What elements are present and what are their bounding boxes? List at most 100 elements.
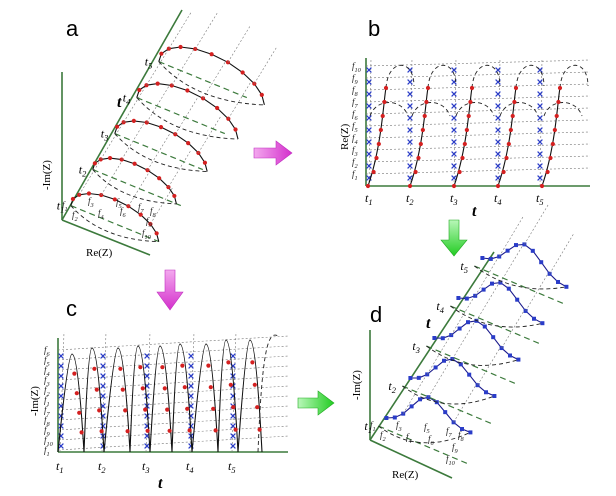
panel-a-point	[114, 124, 120, 129]
panel-d-point	[530, 248, 535, 253]
panel-b-point	[513, 85, 519, 91]
panel-b-point	[422, 113, 427, 119]
panel-b-point	[378, 127, 383, 133]
panel-a-time-tick-t4: t4	[123, 91, 131, 107]
panel-b-projection-cross	[451, 91, 457, 97]
panel-a-baseline-t1	[70, 205, 160, 243]
panel-b-t-axis-label: t	[472, 203, 477, 220]
panel-b-point	[508, 127, 513, 133]
panel-a-t-axis-label: t	[117, 94, 122, 111]
panel-d-point	[464, 296, 469, 301]
panel-d-point	[418, 397, 422, 402]
panel-b-projection-cross	[366, 91, 372, 97]
panel-d-point	[484, 390, 488, 395]
panel-a-point	[86, 191, 92, 196]
panel-d-point	[564, 284, 569, 289]
panel-b-projection-cross	[366, 103, 372, 109]
panel-b-freq-label-f4: f4	[352, 133, 358, 146]
panel-c-point	[228, 382, 233, 387]
panel-a-guide-line	[147, 134, 170, 171]
panel-d-curve-dashed-t3	[426, 345, 519, 366]
panel-c-freq-gridline	[57, 385, 289, 401]
panel-c-wave-dashed	[257, 334, 279, 453]
panel-b-point	[469, 85, 475, 91]
panel-c-point	[208, 385, 213, 390]
panel-c-point	[257, 427, 262, 432]
panel-b-point	[376, 141, 381, 147]
panel-b-freq-label-f10: f10	[352, 61, 362, 74]
panel-a-baseline-t5	[158, 61, 248, 99]
panel-b-curve-dashed	[559, 64, 589, 89]
panel-c-projection-cross	[58, 373, 64, 379]
panel-a-time-tick-t5: t5	[145, 55, 153, 71]
panel-d-baseline-t1	[378, 425, 469, 465]
panel-a-point	[157, 176, 162, 181]
panel-a-freq-label-f6: f6	[120, 206, 127, 219]
panel-d-freq-label-f3: f3	[396, 420, 402, 433]
panel-c-t-axis-label: t	[158, 475, 163, 492]
panel-b-curve-dashed-inner	[411, 102, 451, 117]
panel-c-freq-label: f1	[44, 445, 50, 458]
panel-c-point	[145, 428, 150, 433]
panel-a-point	[172, 193, 177, 199]
panel-d-curve-t3	[434, 320, 519, 361]
panel-c-projection-cross	[100, 393, 106, 399]
panel-d-guide-line	[453, 382, 478, 423]
panel-d-point	[556, 279, 560, 284]
panel-b-point	[512, 99, 517, 105]
panel-d-point	[482, 324, 487, 329]
panel-c-projection-cross	[58, 383, 64, 389]
panel-b-projection-cross	[537, 115, 543, 121]
panel-b-freq-label-f7: f7	[352, 97, 359, 110]
panel-c-freq-gridline	[57, 375, 289, 391]
panel-c-freq-label: f3	[44, 375, 50, 388]
arrow-b-to-d	[440, 219, 468, 257]
panel-b-projection-cross	[407, 151, 413, 157]
panel-a-guide-line	[228, 82, 251, 119]
panel-b-point	[460, 155, 465, 161]
panel-a-freq-label-f1: f1	[62, 200, 68, 213]
panel-d-point	[392, 415, 397, 420]
panel-b-point	[374, 155, 379, 161]
panel-a-time-tick-t2: t2	[79, 163, 87, 179]
panel-c-projection-cross	[144, 443, 150, 449]
panel-c-point	[99, 429, 104, 434]
panel-b-freq-gridline	[365, 95, 591, 103]
panel-d-point	[506, 286, 511, 291]
panel-c-point	[187, 428, 192, 433]
panel-d-freq-label-f9: f9	[452, 442, 459, 455]
panel-a-real-axis	[61, 219, 151, 256]
panel-b-projection-cross	[495, 115, 501, 121]
panel-b-point	[468, 99, 473, 105]
panel-c-time-label-t4: t4	[186, 459, 194, 475]
panel-b-point	[548, 155, 553, 161]
panel-a-point	[202, 160, 208, 165]
panel-b-point	[380, 113, 385, 119]
panel-d-curve-t4	[458, 282, 543, 324]
panel-d-freq-label-f4: f4	[406, 432, 412, 445]
panel-d-guide-line	[549, 233, 574, 274]
panel-b-projection-cross	[407, 139, 413, 145]
panel-d-point	[480, 256, 485, 260]
panel-b-projection-cross	[451, 67, 457, 73]
panel-b-point	[539, 183, 545, 189]
panel-c-point	[206, 363, 211, 368]
panel-a-point	[158, 125, 164, 130]
panel-b-projection-cross	[366, 127, 372, 133]
panel-d-guide-line	[525, 270, 550, 312]
panel-a-freq-label-f4: f4	[98, 208, 104, 221]
panel-b-projection-cross	[451, 103, 457, 109]
panel-a-guide-line	[254, 47, 277, 84]
panel-c-point	[74, 391, 79, 396]
panel-d-point	[458, 362, 463, 367]
panel-c-projection-cross	[144, 393, 150, 399]
panel-b-projection-cross	[537, 163, 543, 169]
panel-b-freq-gridline	[365, 143, 591, 151]
panel-a-arc-dashed-t3	[114, 133, 208, 172]
panel-c-point	[167, 428, 172, 433]
panel-c-projection-cross	[58, 363, 64, 369]
panel-d-point	[468, 430, 473, 435]
panel-a-point	[215, 105, 220, 111]
panel-a-baseline-t4	[136, 97, 226, 135]
panel-b-projection-cross	[495, 151, 501, 157]
